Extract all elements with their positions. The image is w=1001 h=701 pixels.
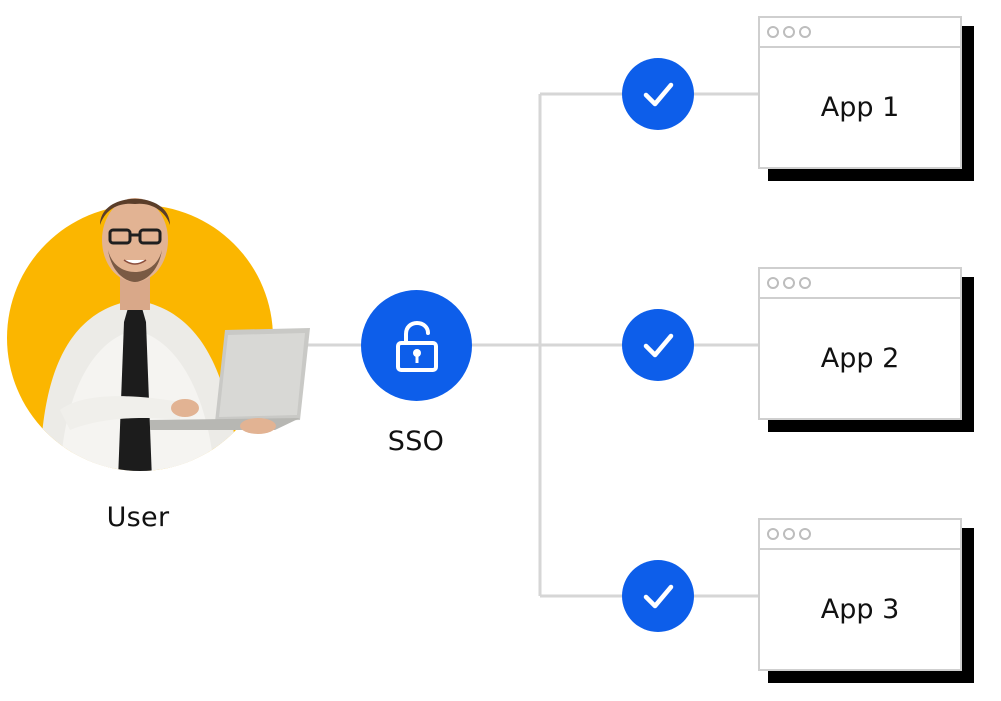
window-dot-icon [767,26,779,38]
user-avatar [7,198,310,471]
app-window: App 3 [758,518,974,683]
window-frame: App 2 [758,267,962,420]
window-frame: App 1 [758,16,962,169]
window-dot-icon [767,277,779,289]
window-dot-icon [799,277,811,289]
check-icon [622,309,694,381]
window-dot-icon [783,277,795,289]
window-dot-icon [799,528,811,540]
app-window: App 2 [758,267,974,432]
app-window: App 1 [758,16,974,181]
window-dot-icon [783,528,795,540]
app-name: App 2 [820,343,900,374]
window-frame: App 3 [758,518,962,671]
sso-node [361,290,472,401]
window-titlebar [760,520,960,550]
window-dot-icon [767,528,779,540]
unlock-icon [395,320,438,372]
check-icon [622,58,694,130]
user-label: User [106,502,170,533]
window-titlebar [760,269,960,299]
window-titlebar [760,18,960,48]
window-dot-icon [799,26,811,38]
sso-label: SSO [387,426,445,457]
app-name: App 1 [820,92,900,123]
check-icon [622,560,694,632]
window-dot-icon [783,26,795,38]
app-name: App 3 [820,594,900,625]
